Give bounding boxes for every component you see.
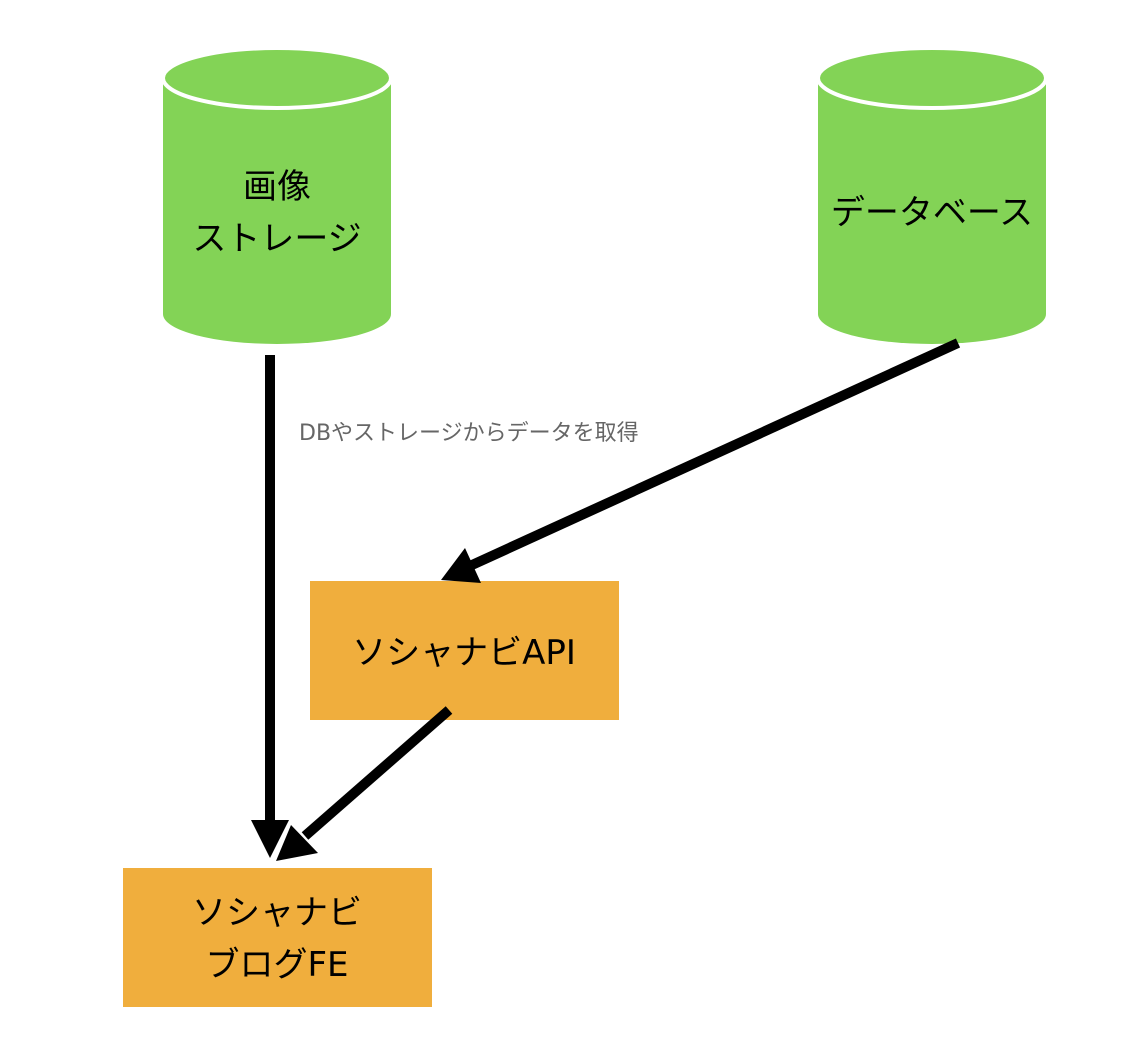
edge-storage-to-fe-label: DBやストレージからデータを取得	[299, 421, 639, 446]
blog-fe-label-line2: ブログFE	[205, 945, 348, 985]
api-node[interactable]: ソシャナビAPI	[310, 581, 619, 720]
image-storage-label-line2: ストレージ	[192, 219, 361, 259]
database-node[interactable]: データベース	[816, 46, 1048, 344]
edge-storage-to-fe[interactable]: DBやストレージからデータを取得	[251, 355, 639, 858]
blog-fe-box	[123, 868, 432, 1007]
edge-storage-to-fe-arrowhead	[251, 820, 289, 858]
image-storage-node[interactable]: 画像 ストレージ	[161, 46, 393, 344]
api-box	[310, 581, 619, 720]
edge-database-to-api-line	[469, 338, 961, 570]
edge-api-to-fe[interactable]	[276, 706, 453, 861]
edge-api-to-fe-line	[301, 706, 453, 840]
image-storage-label-line1: 画像	[243, 167, 311, 207]
database-cylinder-body	[818, 78, 1046, 344]
edge-database-to-api[interactable]	[441, 338, 961, 583]
database-cylinder-top	[816, 46, 1048, 110]
database-label: データベース	[831, 193, 1033, 233]
edge-api-to-fe-arrowhead	[276, 825, 318, 861]
blog-fe-node[interactable]: ソシャナビ ブログFE	[123, 868, 432, 1007]
image-storage-cylinder-top	[161, 46, 393, 110]
blog-fe-label-line1: ソシャナビ	[192, 893, 362, 933]
image-storage-cylinder-body	[163, 78, 391, 344]
api-label: ソシャナビAPI	[352, 633, 576, 673]
edge-database-to-api-arrowhead	[441, 548, 481, 583]
